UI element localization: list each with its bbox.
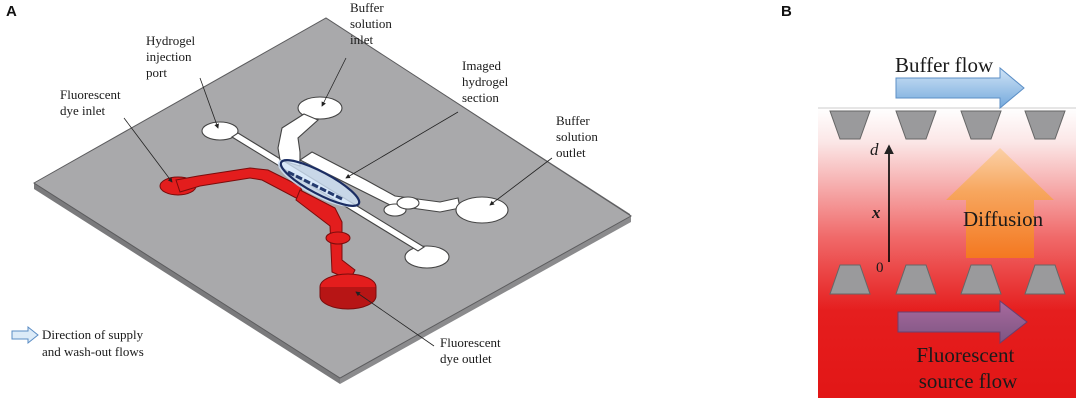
buffer-node-2 xyxy=(396,196,420,210)
post-bottom-3 xyxy=(960,264,1002,295)
panel-b-letter: B xyxy=(781,3,792,20)
leader-imaged-section xyxy=(345,111,459,179)
imaged-section-posts xyxy=(287,170,343,201)
post-bottom-2 xyxy=(895,264,937,295)
hydrogel-port xyxy=(201,121,239,141)
post-top-3 xyxy=(960,110,1002,140)
panel-a-labels: Buffer solution inlet Hydrogel injection… xyxy=(60,0,601,366)
buffer-flow-arrow xyxy=(895,66,1025,110)
axis-label-d: d xyxy=(870,140,879,159)
source-flow-label: Fluorescent source flow xyxy=(916,343,1019,393)
buffer-outlet-reservoir xyxy=(455,196,509,224)
imaged-section-oval xyxy=(279,159,361,207)
panel-a-letter: A xyxy=(6,3,17,20)
label-dye-inlet: Fluorescent dye inlet xyxy=(60,87,124,118)
imaged-section xyxy=(277,158,361,208)
post-bottom-4 xyxy=(1024,264,1066,295)
label-dye-outlet: Fluorescent dye outlet xyxy=(440,335,504,366)
buffer-flow-label: Buffer flow xyxy=(895,53,994,77)
post-top-1 xyxy=(829,110,871,140)
post-bottom-1 xyxy=(829,264,871,295)
panel-a: A xyxy=(6,0,632,384)
leader-buffer-inlet xyxy=(321,57,347,107)
label-imaged-section: Imaged hydrogel section xyxy=(462,58,511,105)
axis-label-zero: 0 xyxy=(876,260,884,276)
imaged-section-glow xyxy=(277,158,359,208)
top-posts xyxy=(829,110,1066,140)
hydrogel-port-bottom xyxy=(404,245,450,269)
leader-hydrogel-port xyxy=(199,77,219,129)
legend-text: Direction of supply and wash-out flows xyxy=(42,327,146,359)
buffer-inlet-reservoir xyxy=(297,96,343,120)
post-top-4 xyxy=(1024,110,1066,140)
legend-arrow-icon xyxy=(11,325,39,345)
axis-label-x: x xyxy=(871,203,881,222)
leader-dye-inlet xyxy=(123,117,173,183)
bottom-posts xyxy=(829,264,1066,295)
dye-outlet-neck xyxy=(325,231,351,245)
leader-buffer-outlet xyxy=(489,157,553,206)
diffusion-arrow xyxy=(946,148,1054,258)
buffer-outlet-channel xyxy=(298,151,461,213)
label-hydrogel-port: Hydrogel injection port xyxy=(146,33,198,80)
label-buffer-inlet: Buffer solution inlet xyxy=(350,0,395,47)
dye-channels xyxy=(159,167,377,310)
diffusion-label: Diffusion xyxy=(963,207,1044,231)
panel-b: B Buffer flow Diffusion d x 0 xyxy=(781,3,1076,398)
source-flow-arrow xyxy=(897,299,1028,345)
label-buffer-outlet: Buffer solution outlet xyxy=(556,113,601,160)
leader-lines xyxy=(123,57,553,347)
legend: Direction of supply and wash-out flows xyxy=(11,325,146,359)
leader-dye-outlet xyxy=(355,291,435,347)
post-top-2 xyxy=(895,110,937,140)
dye-outlet-reservoir-wall xyxy=(319,287,377,310)
